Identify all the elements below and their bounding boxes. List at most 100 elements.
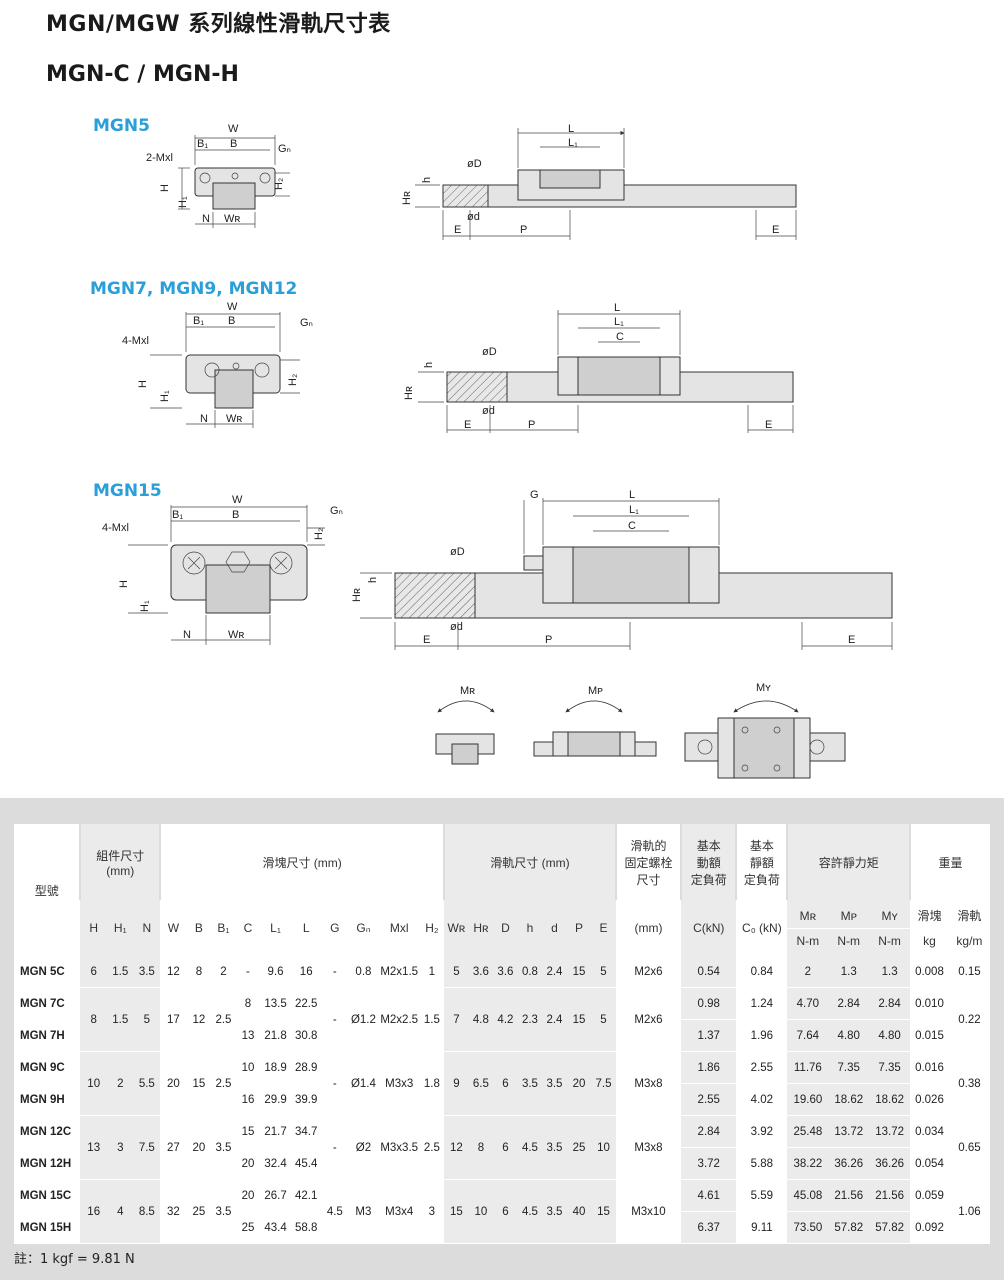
cell-L: 58.8 bbox=[290, 1211, 322, 1244]
cell-H: 13 bbox=[80, 1115, 107, 1180]
subheader-upper: Mᴘ bbox=[828, 904, 870, 929]
cell-C: 16 bbox=[235, 1083, 261, 1116]
subheader-col: Mxl bbox=[378, 900, 420, 956]
cell-B: 15 bbox=[186, 1051, 212, 1116]
moment-label-my: Mʏ bbox=[756, 682, 771, 694]
cell-Mxl: M3x3.5 bbox=[378, 1115, 420, 1180]
cell-G: 4.5 bbox=[321, 1179, 349, 1244]
cell-model: MGN 7C bbox=[14, 987, 81, 1020]
page-subtitle: MGN-C / MGN-H bbox=[46, 62, 239, 87]
moment-label-mp: Mᴘ bbox=[588, 685, 603, 697]
mgn5-label-b1: B₁ bbox=[197, 138, 208, 150]
cell-P: 25 bbox=[566, 1115, 592, 1180]
mgn5-label-mx: 2-Mxl bbox=[146, 152, 173, 164]
mgn15-side-label-dd: ød bbox=[450, 621, 463, 633]
mgn5-side-label-p: P bbox=[520, 224, 527, 236]
mgn5-side-label-hr: Hʀ bbox=[401, 191, 413, 205]
cell-W: 12 bbox=[160, 956, 187, 988]
cell-Mxl: M2x1.5 bbox=[378, 956, 420, 988]
cell-L1: 32.4 bbox=[260, 1147, 291, 1180]
cell-H: 6 bbox=[80, 956, 107, 988]
cell-E: 7.5 bbox=[591, 1051, 616, 1116]
cell-E: 15 bbox=[591, 1179, 616, 1244]
cell-N: 8.5 bbox=[133, 1179, 161, 1244]
cell-C0: 5.59 bbox=[736, 1179, 788, 1212]
subheader-col: G bbox=[321, 900, 349, 956]
moment-my-diagram: Mʏ bbox=[684, 682, 846, 779]
cell-WR: 7 bbox=[444, 987, 469, 1052]
cell-B1: 3.5 bbox=[211, 1179, 236, 1244]
cell-HR: 6.5 bbox=[468, 1051, 494, 1116]
cell-C: 15 bbox=[235, 1115, 261, 1148]
cell-MR: 2 bbox=[787, 956, 829, 988]
subheader-upper: 滑軌 bbox=[948, 904, 990, 929]
cell-P: 20 bbox=[566, 1051, 592, 1116]
subheader-unit: N-m bbox=[878, 933, 901, 948]
cell-model: MGN 7H bbox=[14, 1019, 81, 1052]
cell-wb: 0.010 bbox=[910, 987, 949, 1020]
mgn7-side-label-hr: Hʀ bbox=[403, 386, 415, 400]
mgn7-side-label-d: øD bbox=[482, 346, 497, 358]
cell-B: 20 bbox=[186, 1115, 212, 1180]
cell-G: - bbox=[321, 987, 349, 1052]
mgn7-label-h1: H₁ bbox=[159, 390, 171, 402]
cell-C: 25 bbox=[235, 1211, 261, 1244]
cell-MY: 4.80 bbox=[869, 1019, 911, 1052]
cell-MY: 36.26 bbox=[869, 1147, 911, 1180]
cell-G: - bbox=[321, 1051, 349, 1116]
cell-model: MGN 15H bbox=[14, 1211, 81, 1244]
cell-Gn: Ø1.2 bbox=[348, 987, 379, 1052]
mgn5-side-label-e: E bbox=[454, 224, 461, 236]
mgn7-side-label-c: C bbox=[616, 331, 624, 343]
technical-drawings: W B₁ B Gₙ 2-Mxl H H₁ H₂ N Wʀ L L₁ øD ød … bbox=[102, 123, 893, 779]
mgn15-side-label-g: G bbox=[530, 489, 539, 501]
cell-wb: 0.054 bbox=[910, 1147, 949, 1180]
cell-L1: 9.6 bbox=[260, 956, 291, 988]
cell-N: 3.5 bbox=[133, 956, 161, 988]
cell-MP: 13.72 bbox=[828, 1115, 870, 1148]
cell-B1: 3.5 bbox=[211, 1115, 236, 1180]
cell-C_dyn: 0.98 bbox=[681, 987, 737, 1020]
cell-C0: 9.11 bbox=[736, 1211, 788, 1244]
mgn15-side-label-e: E bbox=[423, 634, 430, 646]
cell-h: 0.8 bbox=[517, 956, 543, 988]
cell-wb: 0.092 bbox=[910, 1211, 949, 1244]
header-static-load: 基本 靜額 定負荷 bbox=[735, 824, 788, 900]
cell-MY: 7.35 bbox=[869, 1051, 911, 1084]
cell-H1: 1.5 bbox=[106, 956, 134, 988]
mgn15-label-h2: H₂ bbox=[313, 528, 325, 540]
cell-MP: 21.56 bbox=[828, 1179, 870, 1212]
subheader-upper: Mʀ bbox=[787, 904, 829, 929]
subheader-col: P bbox=[566, 900, 592, 956]
cell-WR: 12 bbox=[444, 1115, 469, 1180]
cell-h: 2.3 bbox=[517, 987, 543, 1052]
cell-W: 20 bbox=[160, 1051, 187, 1116]
subheader-col: D bbox=[493, 900, 518, 956]
cell-H: 8 bbox=[80, 987, 107, 1052]
cell-rail-weight: 0.22 bbox=[948, 987, 990, 1052]
cell-P: 40 bbox=[566, 1179, 592, 1244]
subheader-unit: kg bbox=[923, 933, 936, 948]
moment-mp-diagram: Mᴘ bbox=[533, 685, 657, 757]
cell-MY: 57.82 bbox=[869, 1211, 911, 1244]
cell-MR: 4.70 bbox=[787, 987, 829, 1020]
cell-MY: 18.62 bbox=[869, 1083, 911, 1116]
mgn7-label-b1: B₁ bbox=[193, 315, 204, 327]
mgn5-label-h: H bbox=[159, 184, 171, 192]
mgn7-side-label-h: h bbox=[423, 362, 435, 368]
cell-D: 6 bbox=[493, 1051, 518, 1116]
cell-G: - bbox=[321, 956, 349, 988]
mgn15-label-wr: Wʀ bbox=[228, 629, 244, 641]
moment-mr-diagram: Mʀ bbox=[435, 685, 495, 765]
cell-L1: 21.7 bbox=[260, 1115, 291, 1148]
cell-B: 25 bbox=[186, 1179, 212, 1244]
mgn15-side-label-l: L bbox=[629, 489, 635, 501]
mgn5-label-wr: Wʀ bbox=[224, 213, 240, 225]
cell-D: 3.6 bbox=[493, 956, 518, 988]
cell-L1: 43.4 bbox=[260, 1211, 291, 1244]
